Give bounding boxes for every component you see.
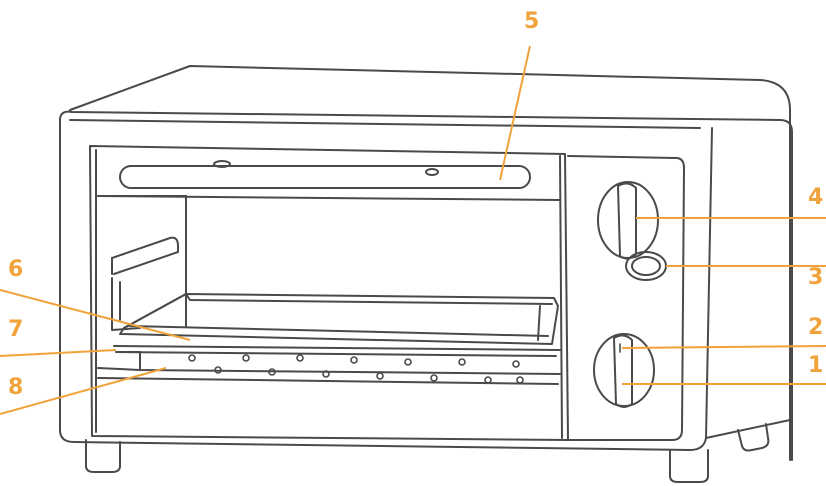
- rack-support-bracket: [111, 236, 179, 331]
- callout-line-6: [0, 289, 191, 341]
- callout-line-5: [499, 45, 531, 181]
- baking-tray: [119, 293, 559, 345]
- temperature-knob[interactable]: [597, 181, 659, 260]
- callout-label-3: 3: [808, 265, 823, 290]
- oven-housing: [59, 65, 793, 461]
- callout-labels: 5 4 3 2 1 6 7 8: [8, 9, 823, 400]
- lower-element-holes: [188, 354, 524, 384]
- callout-label-7: 7: [8, 317, 23, 342]
- oven-feet: [85, 423, 770, 483]
- control-panel: [567, 155, 685, 441]
- callout-label-6: 6: [8, 257, 23, 282]
- upper-heating-element: [119, 160, 531, 189]
- callout-label-2: 2: [808, 315, 823, 340]
- callout-line-7: [0, 349, 117, 357]
- indicator-light: [625, 251, 667, 281]
- callout-lines: [0, 45, 826, 415]
- callout-label-4: 4: [808, 185, 823, 210]
- timer-knob[interactable]: [593, 333, 655, 408]
- oven-door-frame: [89, 145, 569, 441]
- callout-label-8: 8: [8, 375, 23, 400]
- callout-label-1: 1: [808, 353, 823, 378]
- callout-line-8: [0, 367, 167, 415]
- crumb-tray: [97, 345, 561, 385]
- oven-cavity: [97, 195, 561, 327]
- callout-line-2: [621, 345, 826, 349]
- callout-label-5: 5: [524, 9, 539, 34]
